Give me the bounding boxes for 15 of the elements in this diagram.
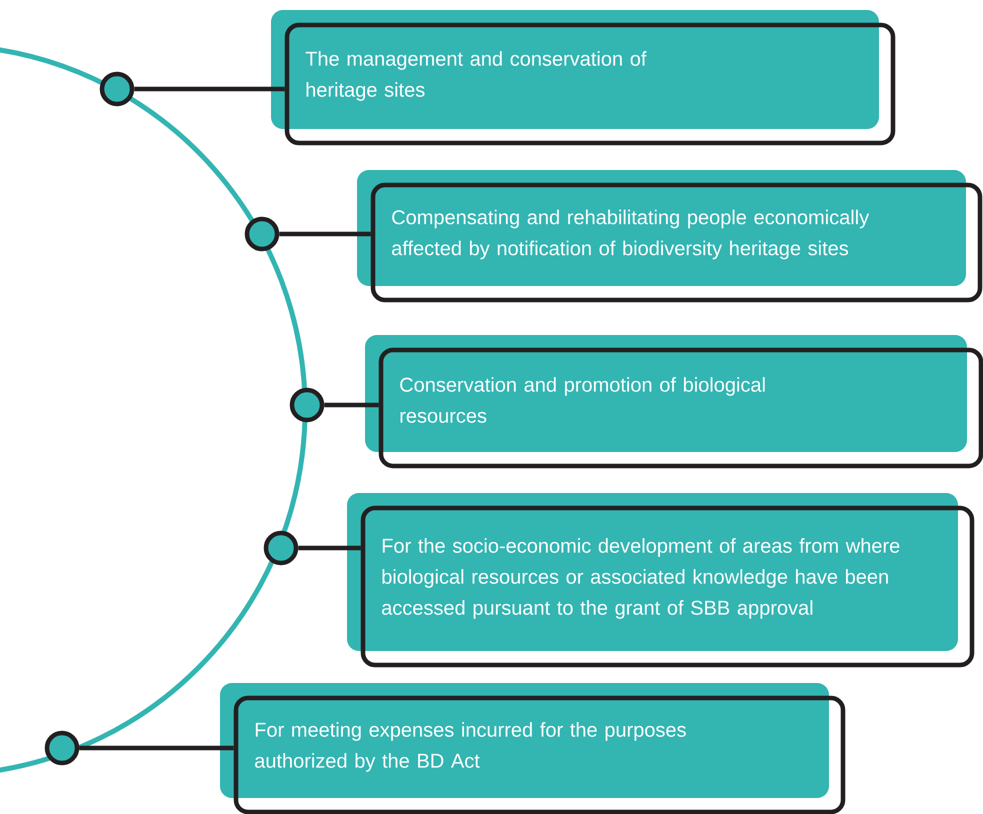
connector-line <box>79 746 234 750</box>
dot-marker <box>244 216 280 252</box>
text-box: Compensating and rehabilitating people economically affected by notification of biodiversity heritage sites <box>357 170 982 302</box>
connector-line <box>134 86 285 92</box>
text-box: The management and conservation of heritage sites <box>271 10 896 146</box>
dot-marker <box>44 730 80 766</box>
dot-marker <box>100 72 134 106</box>
connector-line <box>298 546 361 550</box>
connector-line <box>279 232 371 236</box>
text-box: For the socio-economic development of areas from where biological resources or associated knowledge have been accessed pursuant to the grant of SBB approval <box>347 493 974 668</box>
connector-line <box>324 402 379 408</box>
text-box: For meeting expenses incurred for the purposes authorized by the BD Act <box>220 682 846 814</box>
dot-marker <box>290 388 324 422</box>
text-box: Conservation and promotion of biological resources <box>365 334 983 468</box>
dot-marker <box>264 530 298 566</box>
